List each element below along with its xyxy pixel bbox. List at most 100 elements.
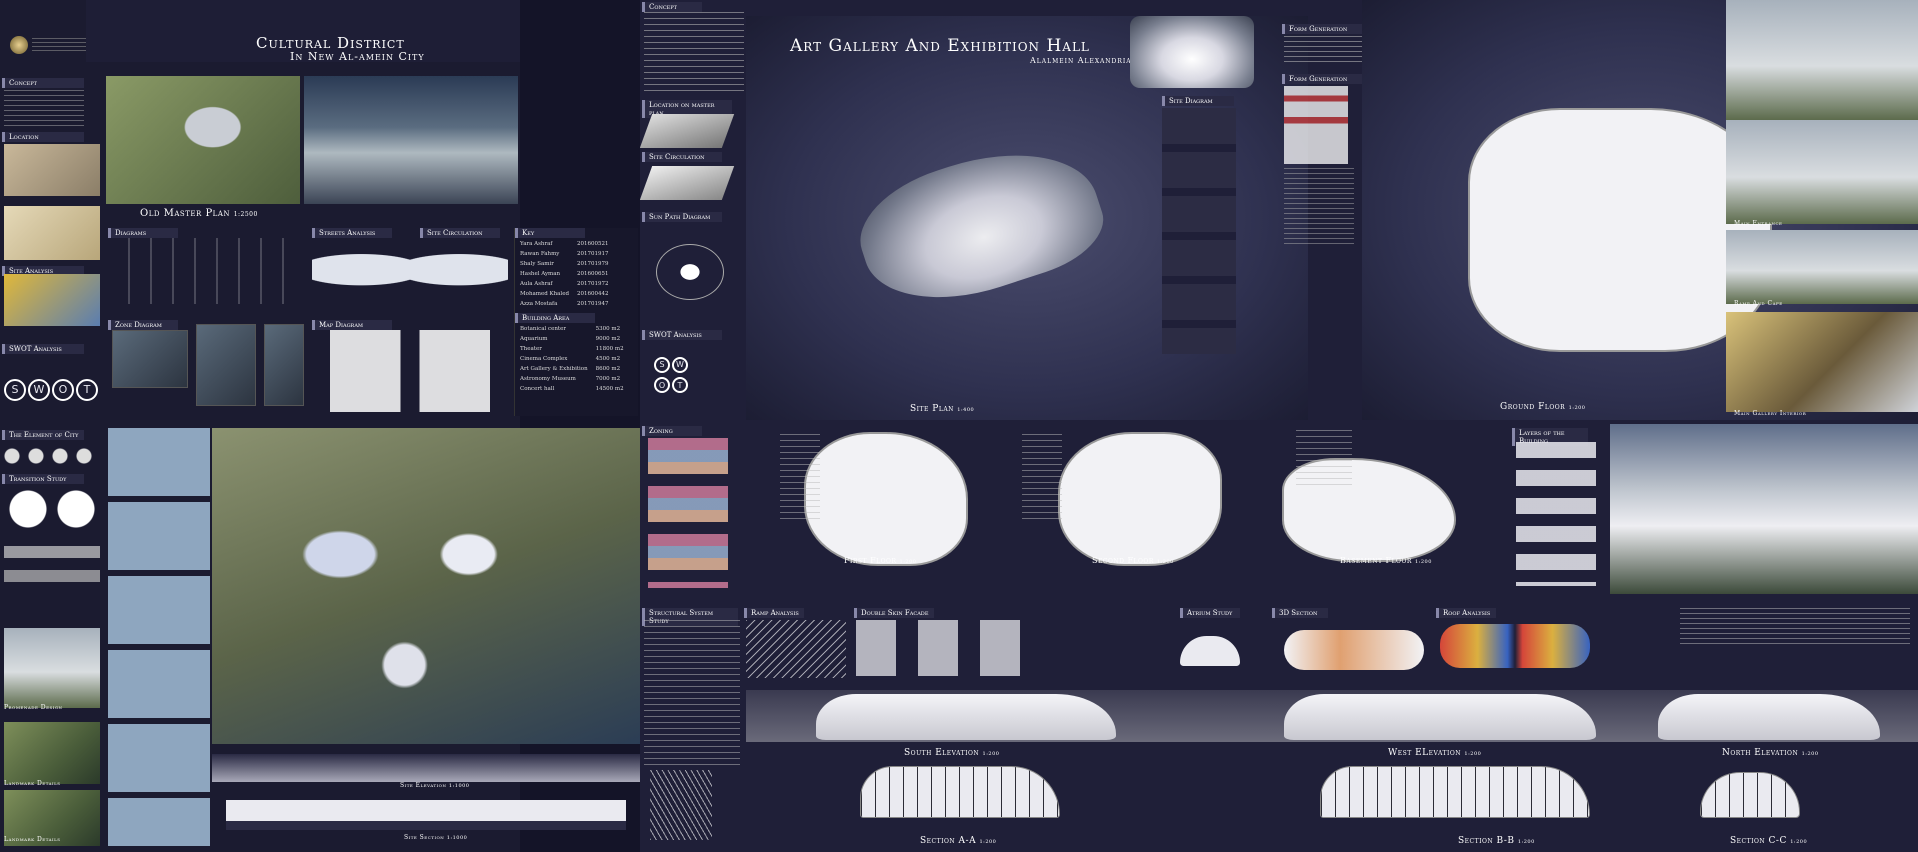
- layers-header: Layers of the Building: [1512, 428, 1588, 446]
- south-elev-label: South Elevation 1:200: [904, 748, 999, 758]
- landmark-label-1: Landmark Details: [4, 780, 61, 787]
- second-floor-title: Second Floor: [1092, 556, 1154, 565]
- area-name-cell: Botanical center: [520, 326, 566, 332]
- old-master-plan-image: [106, 76, 300, 204]
- promenade-label: Promenade Design: [4, 704, 63, 711]
- site-section-scale: 1:1000: [446, 835, 468, 841]
- first-floor-legend: [780, 434, 820, 522]
- poster1-subtitle: In New Al-amein City: [290, 50, 425, 63]
- exterior-render: [1610, 424, 1918, 594]
- swot-o: O: [52, 378, 74, 401]
- render-gallery-interior: [1726, 312, 1918, 412]
- area-name-cell: Art Gallery & Exhibition: [520, 366, 588, 372]
- basement-floor-scale: 1:200: [1414, 559, 1432, 565]
- p2-location-image: [640, 114, 735, 148]
- structural-sketch: [650, 770, 712, 840]
- p2-concept-text: [644, 12, 744, 94]
- section-a-title: Section A-A: [920, 836, 977, 846]
- basement-legend: [1296, 430, 1352, 486]
- site-analysis-map: [4, 274, 100, 326]
- landmark-render-2: [4, 790, 100, 846]
- swot-s: S: [4, 378, 26, 401]
- ground-floor-plan: [1470, 110, 1770, 350]
- p2-swot-s: S: [654, 356, 670, 373]
- diagrams-header: Diagrams: [108, 228, 178, 238]
- south-elev-title: South Elevation: [904, 748, 980, 758]
- p1-site-section: [226, 800, 626, 830]
- section-a-label: Section A-A 1:200: [920, 836, 996, 846]
- area-value-cell: 7000 m2: [595, 376, 621, 382]
- site-circulation-header: Site Circulation: [420, 228, 500, 238]
- first-floor-label: First Floor 1:200: [844, 556, 916, 565]
- section3d-image: [1284, 630, 1424, 670]
- hero-render: [1130, 16, 1254, 88]
- map-diagram-header: Map Diagram: [312, 320, 392, 330]
- structural-text: [644, 620, 740, 770]
- basement-floor-title: Basement Floor: [1340, 556, 1412, 565]
- site-diagram-header: Site Diagram: [1162, 96, 1234, 106]
- area-value-cell: 5300 m2: [595, 326, 621, 332]
- p2-subtitle: Alalmein Alexandria: [1030, 56, 1132, 65]
- p2-site-circ-header: Site Circulation: [642, 152, 722, 162]
- section-a-drawing: [860, 766, 1060, 818]
- poster1-title: Cultural District: [256, 34, 405, 52]
- ground-floor-label: Ground Floor 1:200: [1500, 402, 1586, 412]
- p1-district-plan: [212, 428, 640, 744]
- zone-diagram-image: [112, 330, 188, 388]
- site-plan-scale: 1:400: [957, 407, 975, 413]
- ground-floor-title: Ground Floor: [1500, 402, 1566, 412]
- master-plan-label: Old Master Plan 1:2500: [140, 208, 258, 219]
- name-cell: Shaly Samir: [520, 261, 554, 267]
- render-top: [1726, 0, 1918, 120]
- north-elevation-drawing: [1658, 694, 1880, 740]
- id-cell: 201701917: [576, 251, 609, 257]
- ground-floor-scale: 1:200: [1568, 405, 1586, 411]
- first-floor-plan: [806, 434, 966, 564]
- area-name-cell: Cinema Complex: [520, 356, 568, 362]
- summer-text: [1680, 608, 1910, 648]
- swot-t: T: [76, 378, 98, 401]
- render-main-entrance: [1726, 120, 1918, 224]
- area-value-cell: 8600 m2: [595, 366, 621, 372]
- section-c-scale: 1:200: [1790, 839, 1808, 845]
- west-elevation-drawing: [1284, 694, 1596, 740]
- p1-site-elevation: [212, 754, 640, 782]
- first-floor-scale: 1:200: [899, 559, 917, 565]
- site-diagram-stack: [1162, 108, 1236, 354]
- roof-header: Roof Analysis: [1436, 608, 1496, 618]
- main-entrance-label: Main Entrance: [1734, 220, 1783, 227]
- site-elev-scale: 1:1000: [448, 783, 470, 789]
- concept-text: [4, 90, 84, 128]
- streets-header: Streets Analysis: [312, 228, 392, 238]
- poster-art-gallery: Concept Location on master plan Site Cir…: [640, 0, 1918, 852]
- zoning-header: Zoning: [642, 426, 702, 436]
- transition-header: Transition Study: [2, 474, 84, 484]
- elements-header: The Element of City: [2, 430, 84, 440]
- transition-blocks: [4, 546, 100, 606]
- north-elev-label: North Elevation 1:200: [1722, 748, 1819, 758]
- zone-header: Zone Diagram: [108, 320, 178, 330]
- id-cell: 201600521: [576, 241, 609, 247]
- section-a-scale: 1:200: [979, 839, 997, 845]
- p2-site-circ-image: [640, 166, 735, 200]
- west-elev-title: West ELevation: [1388, 748, 1462, 758]
- form-gen-header-2: Form Generation: [1282, 74, 1362, 84]
- area-name-cell: Aquarium: [520, 336, 548, 342]
- zoning-layers: [648, 438, 728, 588]
- master-plan-scale: 1:2500: [233, 211, 258, 218]
- p2-swot-header: SWOT Analysis: [642, 330, 722, 340]
- area-name-cell: Astronomy Museum: [520, 376, 576, 382]
- master-plan-perspective: [304, 76, 518, 204]
- header-band: [86, 0, 520, 62]
- second-floor-plan: [1060, 434, 1220, 564]
- location-map-2: [4, 206, 100, 260]
- transition-diagrams: [4, 486, 100, 532]
- site-plan-label: Site Plan 1:400: [910, 404, 974, 414]
